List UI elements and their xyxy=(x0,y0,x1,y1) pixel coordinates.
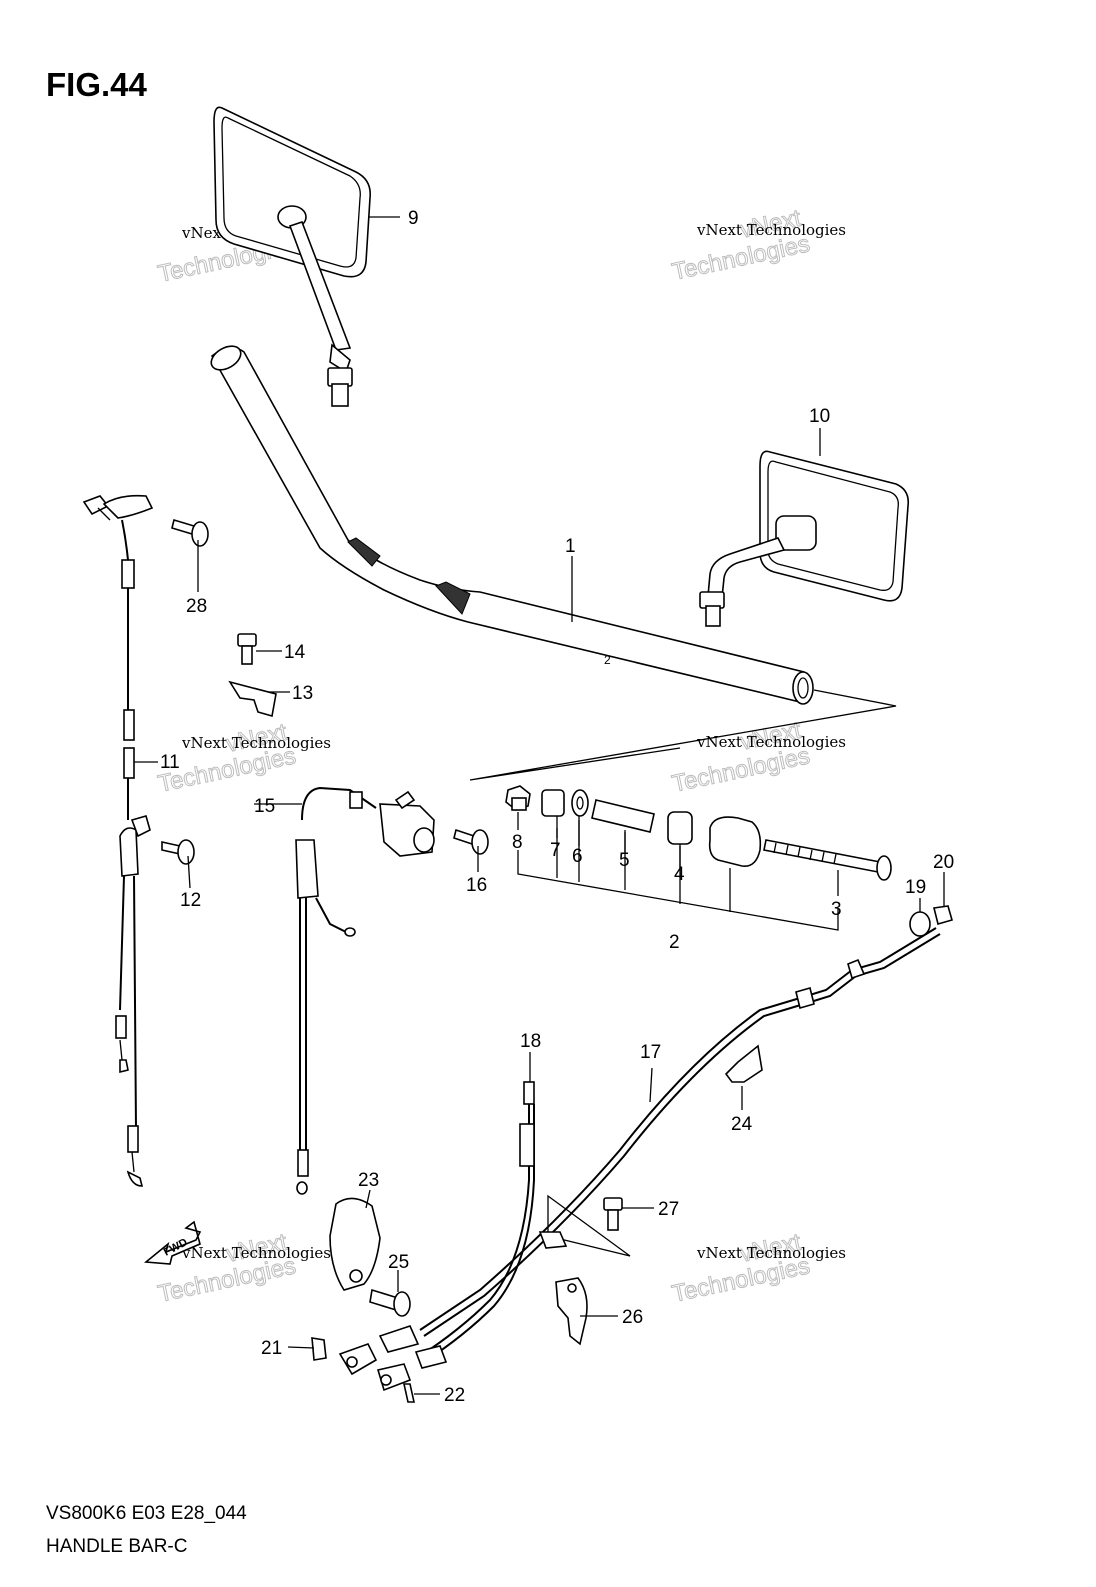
callout-6: 6 xyxy=(572,846,583,867)
callout-7: 7 xyxy=(550,840,561,861)
callout-8: 8 xyxy=(512,832,523,853)
callout-20: 20 xyxy=(933,852,954,873)
callout-26: 26 xyxy=(622,1307,643,1328)
callout-22: 22 xyxy=(444,1385,465,1406)
guide-lines xyxy=(547,1194,631,1257)
callout-numbers: 1 2 3 4 5 6 7 8 9 10 11 12 13 14 15 16 1… xyxy=(160,208,954,1406)
pin-21[interactable] xyxy=(311,1337,327,1361)
figure-code: VS800K6 E03 E28_044 xyxy=(46,1503,247,1524)
bracket-26[interactable] xyxy=(555,1277,588,1346)
callout-2: 2 xyxy=(669,932,680,953)
callout-5: 5 xyxy=(619,850,630,871)
callout-leaders xyxy=(134,216,945,1395)
callout-24: 24 xyxy=(731,1114,753,1135)
screw-12[interactable] xyxy=(161,839,195,865)
callout-15: 15 xyxy=(254,796,275,817)
watermark-mid-left: vNext vNext Technologies Technologies xyxy=(155,718,331,798)
clutch-cable-17[interactable] xyxy=(338,927,941,1376)
callout-11: 11 xyxy=(160,752,180,773)
holder-23[interactable] xyxy=(329,1197,381,1291)
clip-22[interactable] xyxy=(403,1383,415,1403)
throttle-cable-left[interactable] xyxy=(82,494,154,1187)
callout-4: 4 xyxy=(674,864,685,885)
callout-14: 14 xyxy=(284,642,306,663)
callout-23: 23 xyxy=(358,1170,379,1191)
callout-13: 13 xyxy=(292,683,313,704)
bracket-24[interactable] xyxy=(724,1044,763,1083)
screw-25[interactable] xyxy=(369,1288,411,1317)
callout-10: 10 xyxy=(809,406,830,427)
callout-12: 12 xyxy=(180,890,201,911)
mirror-right[interactable] xyxy=(699,450,910,627)
watermark-mid-right: vNext vNext Technologies Technologies xyxy=(669,716,846,798)
callout-25: 25 xyxy=(388,1252,409,1273)
figure-title: FIG.44 xyxy=(46,66,147,103)
watermark-text: vNext Technologies xyxy=(696,1244,846,1262)
bolt-27[interactable] xyxy=(603,1197,623,1231)
callout-9: 9 xyxy=(408,208,419,229)
watermark-text: vNext Technologies xyxy=(696,221,846,239)
clamp-13[interactable] xyxy=(228,680,277,718)
mirror-left[interactable] xyxy=(213,106,372,407)
callout-1: 1 xyxy=(565,536,576,557)
handlebar[interactable]: 2 xyxy=(207,341,814,705)
watermark-text: vNext Technologies xyxy=(696,733,846,751)
nut-20[interactable] xyxy=(933,905,953,925)
balancer-assembly[interactable] xyxy=(505,785,892,931)
callout-19: 19 xyxy=(905,877,926,898)
guide-lines xyxy=(469,689,897,781)
cable-end-19[interactable] xyxy=(909,911,931,937)
clutch-cable-18[interactable] xyxy=(376,1081,535,1392)
watermark-bottom-right: vNext vNext Technologies Technologies xyxy=(669,1228,846,1308)
svg-text:2: 2 xyxy=(604,653,611,667)
callout-3: 3 xyxy=(831,899,842,920)
switch-wire[interactable] xyxy=(295,786,435,1195)
watermark-text: vNext Technologies xyxy=(181,1244,331,1262)
bolt-14[interactable] xyxy=(237,633,257,665)
callout-21: 21 xyxy=(261,1338,282,1359)
callout-17: 17 xyxy=(640,1042,661,1063)
callout-27: 27 xyxy=(658,1199,679,1220)
watermark-text: vNext Technologies xyxy=(181,734,331,752)
callout-16: 16 xyxy=(466,875,487,896)
callout-28: 28 xyxy=(186,596,207,617)
watermark-top-right: vNext vNext Technologies Technologies xyxy=(669,204,846,286)
screw-28[interactable] xyxy=(171,518,209,547)
figure-name: HANDLE BAR-C xyxy=(46,1536,188,1557)
screw-16[interactable] xyxy=(453,828,489,855)
callout-18: 18 xyxy=(520,1031,541,1052)
